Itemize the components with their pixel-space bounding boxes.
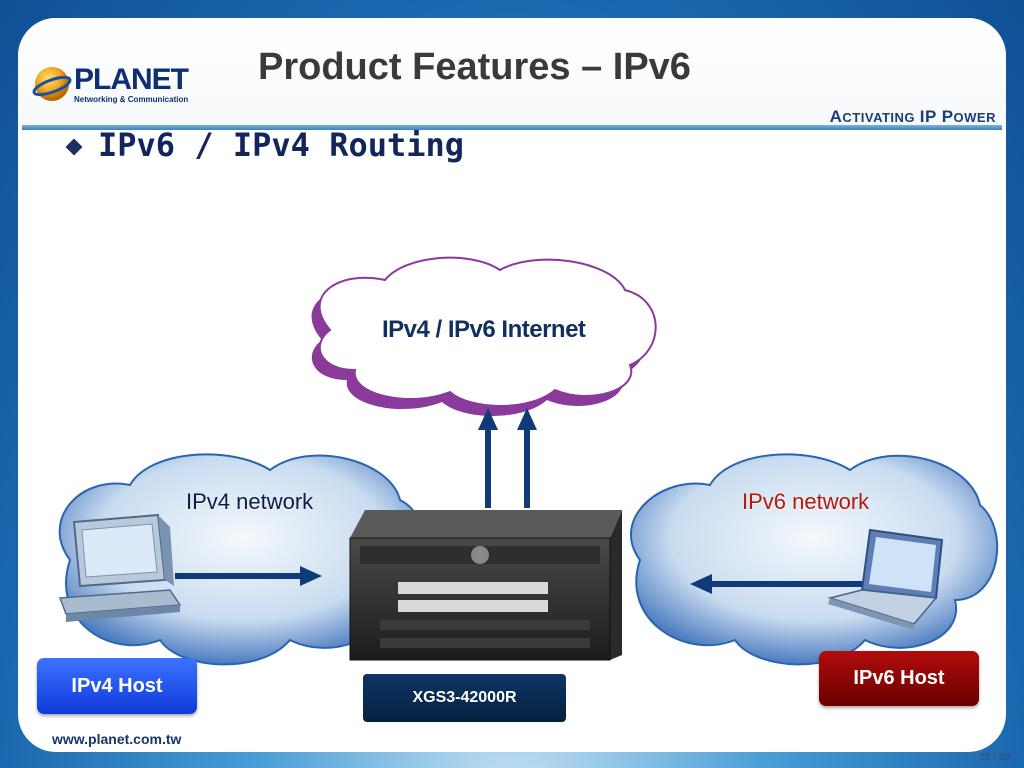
header-band: [18, 18, 1006, 130]
ipv4-network-label: IPv4 network: [186, 489, 314, 514]
planet-logo: PLANET Networking & Communication: [32, 64, 189, 108]
tagline: ACTIVATING IP POWER: [829, 107, 996, 126]
ipv6-traffic-arrow: [690, 574, 866, 594]
ipv4-traffic-arrow: [175, 566, 322, 586]
ipv6-host-label: IPv6 Host: [819, 651, 979, 706]
uplink-arrow-left: [478, 408, 498, 508]
desktop-computer-icon: [58, 513, 182, 622]
internet-cloud-label: IPv4 / IPv6 Internet: [382, 316, 586, 343]
uplink-arrow-right: [517, 408, 537, 508]
page-title: Product Features – IPv6: [258, 46, 691, 88]
planet-globe-icon: [32, 67, 72, 101]
switch-model-label: XGS3-42000R: [363, 674, 566, 722]
page-number: 25 / 38: [979, 752, 1010, 763]
ipv6-network-label: IPv6 network: [742, 489, 870, 514]
switch-chassis: [349, 510, 622, 661]
footer-url: www.planet.com.tw: [52, 731, 182, 747]
laptop-icon: [827, 528, 944, 630]
logo-wordmark: PLANET: [74, 63, 189, 96]
logo-subtitle: Networking & Communication: [74, 95, 189, 104]
ipv6-cloud: [630, 453, 999, 666]
header-divider: [22, 125, 1002, 130]
internet-cloud: [311, 256, 657, 416]
ipv4-host-label: IPv4 Host: [37, 658, 197, 714]
bullet-heading: IPv6 / IPv4 Routing: [98, 126, 465, 164]
